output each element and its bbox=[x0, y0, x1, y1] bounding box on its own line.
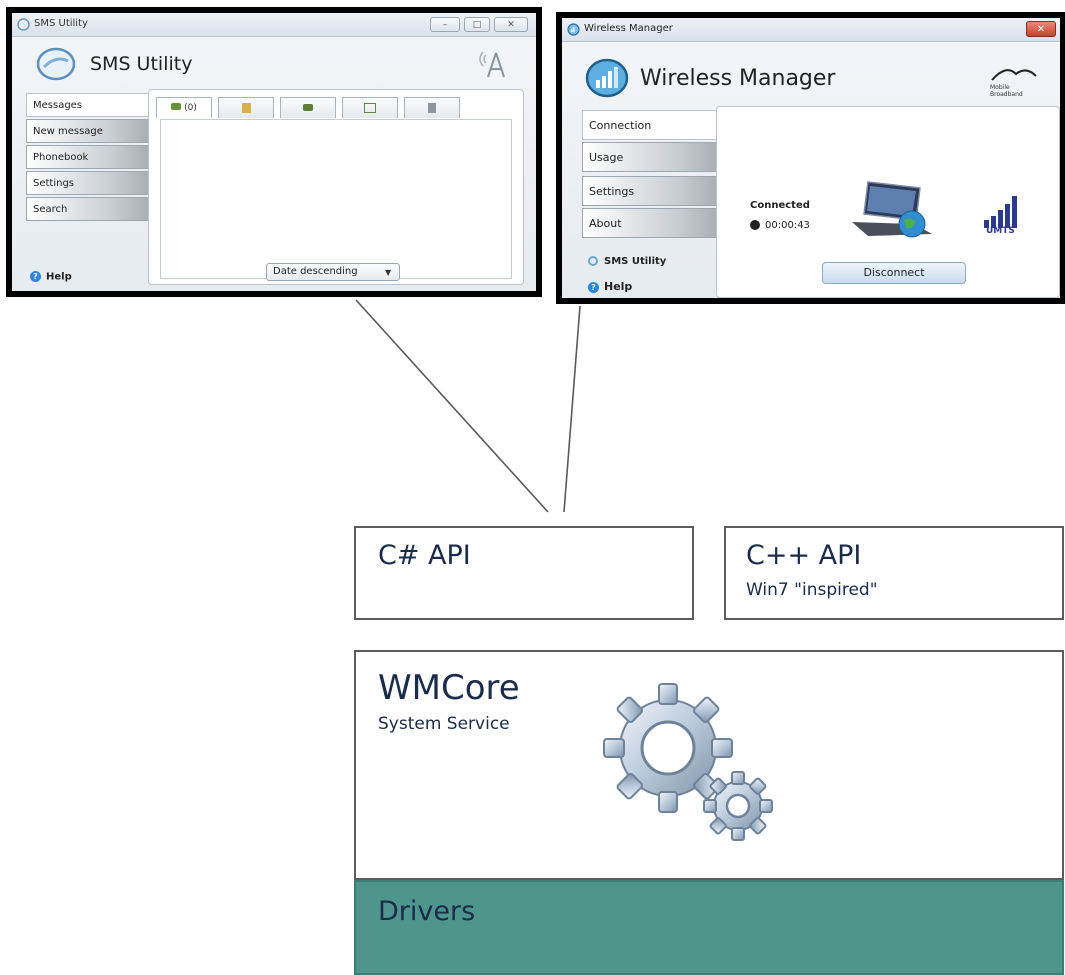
sms-connector-line bbox=[355, 299, 549, 513]
sort-order-value: Date descending bbox=[273, 266, 358, 277]
sms-help-label: Help bbox=[46, 271, 72, 283]
wireless-manager-window: Wireless Manager ✕ Wireless Manager Mobi… bbox=[562, 18, 1060, 298]
wm-nav-connection[interactable]: Connection bbox=[582, 110, 716, 140]
minimize-button[interactable]: – bbox=[430, 17, 460, 32]
sms-nav-new-message[interactable]: New message bbox=[26, 119, 148, 143]
sms-header-title: SMS Utility bbox=[90, 53, 193, 75]
cpp-api-subtitle: Win7 "inspired" bbox=[746, 580, 878, 600]
clock-icon bbox=[750, 220, 760, 230]
help-icon: ? bbox=[30, 271, 41, 282]
cpp-api-title: C++ API bbox=[746, 540, 862, 571]
sent-icon bbox=[303, 104, 313, 111]
tab-drafts[interactable] bbox=[342, 97, 398, 118]
wm-nav-about[interactable]: About bbox=[582, 208, 716, 238]
tab-sent[interactable] bbox=[280, 97, 336, 118]
sms-message-tabs: (0) bbox=[156, 97, 478, 119]
maximize-button[interactable]: □ bbox=[464, 17, 490, 32]
wm-header-title: Wireless Manager bbox=[640, 66, 836, 91]
large-gear bbox=[603, 683, 733, 813]
wm-window-title: Wireless Manager bbox=[584, 23, 673, 34]
sms-message-list[interactable] bbox=[160, 119, 512, 279]
sms-titlebar: SMS Utility – □ ✕ bbox=[12, 13, 536, 37]
trash-icon bbox=[428, 103, 436, 113]
tab-trash[interactable] bbox=[404, 97, 460, 118]
chevron-down-icon: ▼ bbox=[385, 268, 392, 277]
drivers-box: Drivers bbox=[354, 880, 1064, 975]
small-gear bbox=[703, 771, 773, 841]
close-button[interactable]: ✕ bbox=[1026, 21, 1056, 37]
sort-order-dropdown[interactable]: Date descending ▼ bbox=[266, 263, 400, 281]
sms-nav-search[interactable]: Search bbox=[26, 197, 148, 221]
gears-icon bbox=[603, 683, 773, 841]
mobile-broadband-caption: Mobile Broadband bbox=[990, 84, 1023, 98]
help-icon: ? bbox=[588, 281, 599, 293]
sms-utility-link-label: SMS Utility bbox=[604, 256, 667, 267]
signal-bars-icon bbox=[984, 196, 1017, 228]
sms-app-icon bbox=[36, 47, 76, 81]
wm-app-small-icon bbox=[567, 23, 580, 36]
sms-utility-window: SMS Utility – □ ✕ SMS Utility Messages N… bbox=[12, 13, 536, 291]
wm-connector-line bbox=[563, 305, 581, 513]
sms-help-link[interactable]: ? Help bbox=[30, 271, 72, 283]
connection-status: Connected bbox=[750, 200, 810, 211]
sms-nav-settings[interactable]: Settings bbox=[26, 171, 148, 195]
wm-nav-settings[interactable]: Settings bbox=[582, 176, 716, 206]
mobile-broadband-line-2: Broadband bbox=[990, 91, 1023, 98]
drivers-title: Drivers bbox=[378, 896, 476, 927]
tab-inbox-label: (0) bbox=[184, 103, 197, 113]
sms-window-title: SMS Utility bbox=[34, 18, 88, 29]
inbox-icon bbox=[171, 103, 182, 110]
sms-utility-icon bbox=[588, 256, 598, 266]
tab-inbox[interactable]: (0) bbox=[156, 97, 212, 118]
wireless-manager-icon bbox=[585, 58, 629, 98]
sms-nav-phonebook[interactable]: Phonebook bbox=[26, 145, 148, 169]
network-type-label: UMTS bbox=[986, 226, 1015, 236]
connection-timer: 00:00:43 bbox=[750, 220, 810, 231]
mobile-broadband-logo bbox=[991, 69, 1037, 81]
wireless-manager-screenshot: Wireless Manager ✕ Wireless Manager Mobi… bbox=[556, 12, 1065, 304]
wmcore-title: WMCore bbox=[378, 668, 520, 708]
tab-compose[interactable] bbox=[218, 97, 274, 118]
close-button[interactable]: ✕ bbox=[494, 17, 528, 32]
csharp-api-title: C# API bbox=[378, 540, 471, 571]
sms-utility-screenshot: SMS Utility – □ ✕ SMS Utility Messages N… bbox=[6, 7, 542, 297]
connection-timer-value: 00:00:43 bbox=[765, 220, 810, 231]
wmcore-subtitle: System Service bbox=[378, 714, 510, 734]
cpp-api-box: C++ API Win7 "inspired" bbox=[724, 526, 1064, 620]
compose-icon bbox=[241, 103, 251, 113]
wm-titlebar: Wireless Manager ✕ bbox=[562, 18, 1060, 42]
drafts-icon bbox=[364, 103, 376, 113]
wm-nav-usage[interactable]: Usage bbox=[582, 142, 716, 172]
sms-utility-link[interactable]: SMS Utility bbox=[588, 256, 666, 267]
wm-help-link[interactable]: ? Help bbox=[588, 280, 632, 293]
laptop-globe-icon bbox=[852, 181, 932, 238]
csharp-api-box: C# API bbox=[354, 526, 694, 620]
sms-app-small-icon bbox=[17, 18, 30, 31]
mobile-broadband-line-1: Mobile bbox=[990, 84, 1010, 91]
wm-help-label: Help bbox=[604, 280, 633, 293]
sms-nav-messages[interactable]: Messages bbox=[26, 93, 148, 117]
antenna-icon bbox=[479, 51, 505, 78]
disconnect-button[interactable]: Disconnect bbox=[822, 262, 966, 284]
